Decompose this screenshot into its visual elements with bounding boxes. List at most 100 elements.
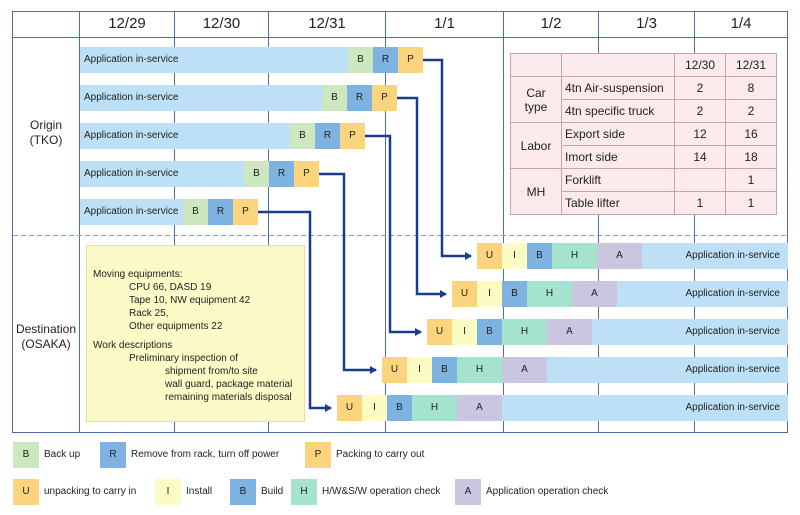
step-install: I — [477, 281, 502, 307]
step-unpacking: U — [382, 357, 407, 383]
step-hw-sw-check: H — [457, 357, 502, 383]
date-header-1231: 12/31 — [308, 15, 346, 32]
cell-value: 14 — [674, 145, 726, 169]
notes-item: Other equipments 22 — [129, 321, 223, 332]
date-header-0104: 1/4 — [730, 15, 752, 32]
row-label: Forklift — [561, 168, 675, 192]
notes-item: Tape 10, NW equipment 42 — [129, 295, 251, 306]
column-header: 12/31 — [725, 53, 777, 77]
origin-service-bar-1: Application in-service — [80, 47, 348, 73]
step-packing: P — [233, 199, 258, 225]
legend-label-app-check: Application operation check — [486, 486, 609, 497]
origin-service-bar-4: Application in-service — [80, 161, 244, 187]
step-install: I — [362, 395, 387, 421]
step-app-check: A — [547, 319, 592, 345]
step-unpacking: U — [452, 281, 477, 307]
date-header-1229: 12/29 — [108, 15, 146, 32]
row-label: 4tn specific truck — [561, 99, 675, 123]
notes-item: wall guard, package material — [165, 379, 293, 390]
step-hw-sw-check: H — [502, 319, 547, 345]
step-install: I — [502, 243, 527, 269]
resource-table: 12/30 12/31 Car type 4tn Air-suspension … — [510, 53, 777, 215]
step-unpacking: U — [477, 243, 502, 269]
group-label: Labor — [510, 122, 562, 169]
step-remove: R — [208, 199, 233, 225]
origin-service-bar-2: Application in-service — [80, 85, 322, 111]
cell-value: 2 — [725, 99, 777, 123]
notes-item: CPU 66, DASD 19 — [129, 282, 212, 293]
cell-value: 16 — [725, 122, 777, 146]
legend-swatch-unpacking: U — [13, 479, 39, 505]
cell-value: 1 — [674, 191, 726, 215]
step-packing: P — [294, 161, 319, 187]
legend-label-build: Build — [261, 486, 284, 497]
step-backup: B — [183, 199, 208, 225]
cell-value: 2 — [674, 76, 726, 100]
step-backup: B — [322, 85, 347, 111]
notes-item: Rack 25, — [129, 308, 169, 319]
step-packing: P — [340, 123, 365, 149]
column-header: 12/30 — [674, 53, 726, 77]
legend-label-packing: Packing to carry out — [336, 449, 425, 460]
step-unpacking: U — [427, 319, 452, 345]
step-unpacking: U — [337, 395, 362, 421]
date-header-1230: 12/30 — [202, 15, 241, 32]
step-packing: P — [372, 85, 397, 111]
step-backup: B — [348, 47, 373, 73]
cell-value: 2 — [674, 99, 726, 123]
table-row: Labor Export side 12 16 — [510, 122, 777, 169]
destination-service-bar-2: Application in-service — [617, 281, 788, 307]
legend-label-install: Install — [186, 486, 213, 497]
legend-swatch-build: B — [230, 479, 256, 505]
notes-item: Preliminary inspection of — [129, 353, 238, 364]
legend-label-unpacking: unpacking to carry in — [44, 486, 137, 497]
step-build: B — [432, 357, 457, 383]
table-row: Table lifter 1 1 — [511, 191, 777, 215]
legend-swatch-hw-sw-check: H — [291, 479, 317, 505]
legend-swatch-backup: B — [13, 442, 39, 468]
step-app-check: A — [572, 281, 617, 307]
origin-service-bar-5: Application in-service — [80, 199, 183, 225]
table-header-row: 12/30 12/31 — [510, 53, 777, 77]
step-remove: R — [347, 85, 372, 111]
work-notes: Moving equipments: CPU 66, DASD 19 Tape … — [86, 245, 305, 422]
step-hw-sw-check: H — [412, 395, 457, 421]
table-row: 4tn specific truck 2 2 — [511, 99, 777, 123]
legend-label-hw-sw-check: H/W&S/W operation check — [322, 486, 441, 497]
notes-heading-equipment: Moving equipments: — [93, 269, 183, 280]
destination-service-bar-1: Application in-service — [642, 243, 788, 269]
legend-swatch-install: I — [155, 479, 181, 505]
legend-swatch-packing: P — [305, 442, 331, 468]
step-build: B — [387, 395, 412, 421]
destination-service-bar-4: Application in-service — [547, 357, 788, 383]
table-row: Car type 4tn Air-suspension 2 8 — [510, 76, 777, 123]
step-hw-sw-check: H — [552, 243, 597, 269]
legend-label-remove: Remove from rack, turn off power — [131, 449, 280, 460]
destination-service-bar-5: Application in-service — [502, 395, 788, 421]
cell-value: 1 — [725, 168, 777, 192]
origin-label: Origin(TKO) — [29, 118, 63, 147]
group-label: MH — [510, 168, 562, 215]
step-build: B — [502, 281, 527, 307]
step-remove: R — [373, 47, 398, 73]
notes-heading-work: Work descriptions — [93, 340, 173, 351]
step-hw-sw-check: H — [527, 281, 572, 307]
step-remove: R — [315, 123, 340, 149]
group-label: Car type — [510, 76, 562, 123]
step-app-check: A — [597, 243, 642, 269]
step-install: I — [452, 319, 477, 345]
step-install: I — [407, 357, 432, 383]
notes-item: shipment from/to site — [165, 366, 258, 377]
step-backup: B — [244, 161, 269, 187]
step-build: B — [477, 319, 502, 345]
legend-swatch-remove: R — [100, 442, 126, 468]
legend-swatch-app-check: A — [455, 479, 481, 505]
row-label: Imort side — [561, 145, 675, 169]
row-label: Export side — [561, 122, 675, 146]
cell-value: 12 — [674, 122, 726, 146]
origin-service-bar-3: Application in-service — [80, 123, 290, 149]
notes-item: remaining materials disposal — [165, 392, 292, 403]
table-row: MH Forklift 1 — [510, 168, 777, 215]
destination-label: Destination(OSAKA) — [15, 322, 77, 351]
date-header-0102: 1/2 — [540, 15, 562, 32]
